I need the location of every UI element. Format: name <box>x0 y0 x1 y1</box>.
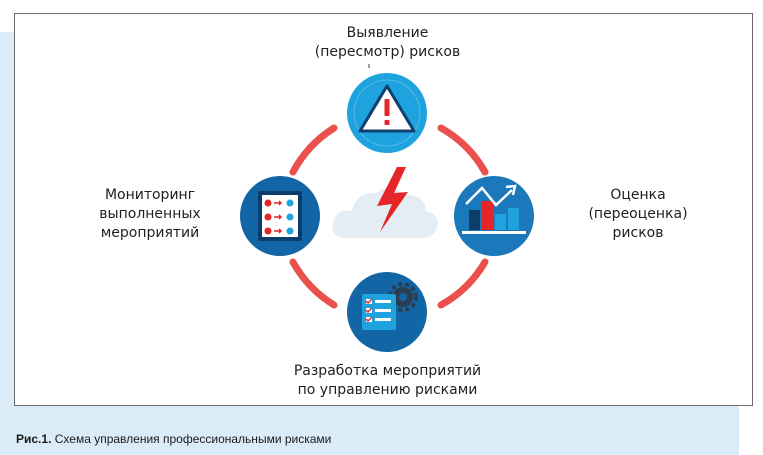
arc-right-bottom <box>437 258 489 309</box>
arc-top-right <box>437 124 489 176</box>
label-line: Оценка <box>610 187 666 203</box>
cycle-arcs <box>289 124 489 309</box>
label-line: мероприятий <box>100 225 200 241</box>
label-line: рисков <box>612 225 664 241</box>
bar-chart-trend-icon <box>454 176 534 256</box>
checklist-gear-icon <box>347 272 427 352</box>
label-line: (пересмотр) рисков <box>314 44 461 60</box>
label-line: Разработка мероприятий <box>293 363 482 379</box>
warning-triangle-icon <box>347 73 427 153</box>
checklist-monitor-icon <box>240 176 320 256</box>
figure-caption: Рис.1. Схема управления профессиональным… <box>16 432 331 446</box>
label-line: Выявление <box>346 25 429 41</box>
caption-text: Схема управления профессиональными риска… <box>51 432 332 446</box>
caption-label: Рис.1. <box>16 432 52 446</box>
label-line: выполненных <box>99 206 201 222</box>
node-label-develop: Разработка мероприятий по управлению рис… <box>280 362 495 400</box>
node-label-identify: Выявление (пересмотр) рисков <box>300 24 475 62</box>
label-line: (переоценка) <box>588 206 688 222</box>
label-line: Мониторинг <box>104 187 196 203</box>
lightning-cloud-icon <box>332 167 438 238</box>
node-label-assess: Оценка (переоценка) рисков <box>578 186 698 243</box>
node-label-monitor: Мониторинг выполненных мероприятий <box>85 186 215 243</box>
arc-left-top <box>289 124 338 176</box>
label-line: по управлению рисками <box>297 382 478 398</box>
arc-bottom-left <box>289 258 338 309</box>
